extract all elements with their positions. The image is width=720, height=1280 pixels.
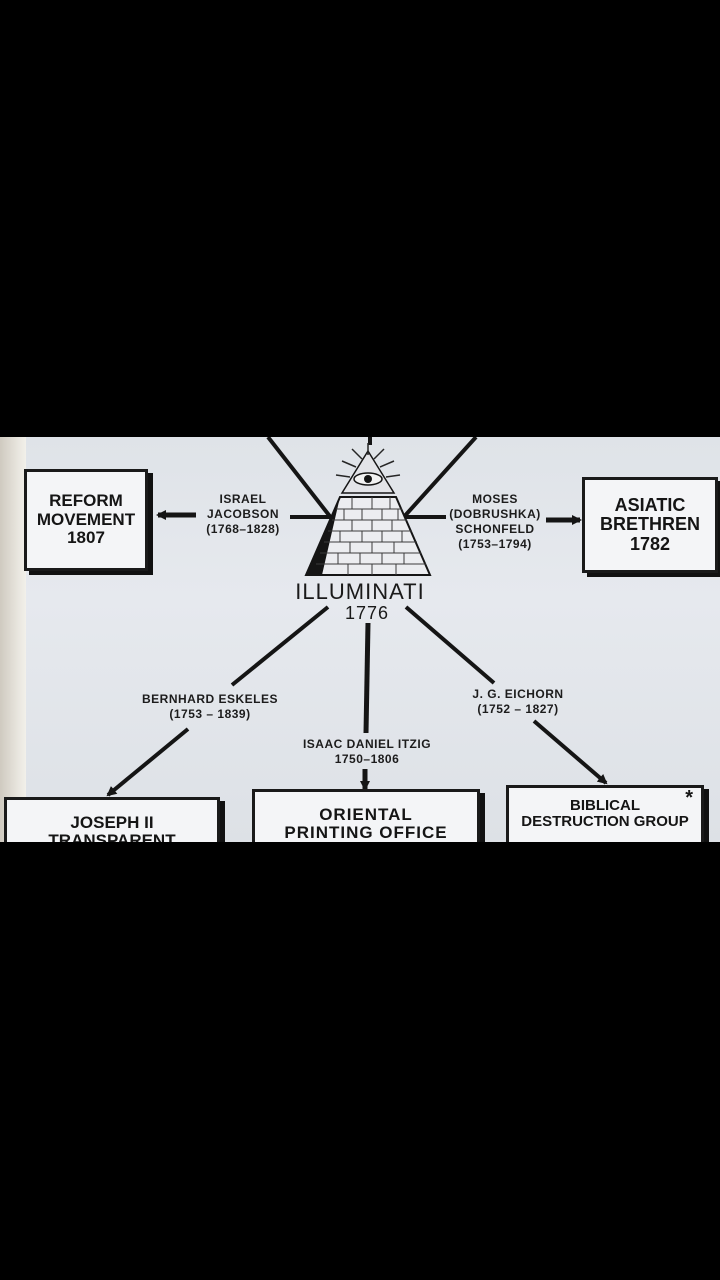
illuminati-title: ILLUMINATI [295, 579, 425, 604]
reform-line3: 1807 [67, 528, 105, 548]
jacobson-line3: (1768–1828) [206, 522, 280, 536]
moses-line2: (DOBRUSHKA) [449, 507, 541, 521]
reform-line1: REFORM [49, 491, 123, 511]
oriental-line1: ORIENTAL [319, 805, 413, 824]
book-page-photo: ILLUMINATI 1776 REFORM MOVEMENT 1807 ASI… [0, 437, 720, 842]
joseph-line2: TRANSPARENT [48, 831, 176, 842]
arrow-to-joseph [106, 727, 190, 797]
itzig-label: ISAAC DANIEL ITZIG 1750–1806 [282, 737, 452, 767]
oriental-printing-office-box: ORIENTAL PRINTING OFFICE [252, 789, 480, 842]
diagram-lines [106, 437, 608, 797]
asiatic-line1: ASIATIC [614, 494, 686, 515]
reform-line2: MOVEMENT [36, 509, 136, 529]
moses-line3: SCHONFELD [455, 522, 535, 536]
asiatic-line3: 1782 [629, 533, 671, 554]
jacobson-line1: ISRAEL [219, 492, 267, 506]
biblical-asterisk: * [685, 787, 693, 809]
moses-line4: (1753–1794) [458, 537, 532, 551]
reform-movement-box: REFORM MOVEMENT 1807 [24, 469, 148, 571]
illuminati-year: 1776 [344, 603, 390, 623]
moses-line1: MOSES [472, 492, 518, 506]
biblical-line1: BIBLICAL [570, 797, 640, 814]
pyramid-eye-icon [304, 443, 432, 576]
line-to-itzig [363, 622, 371, 734]
itzig-line2: 1750–1806 [334, 752, 400, 766]
asiatic-line2: BRETHREN [599, 514, 700, 535]
moses-label: MOSES (DOBRUSHKA) SCHONFELD (1753–1794) [440, 492, 550, 552]
asiatic-brethren-box: ASIATIC BRETHREN 1782 [582, 477, 718, 573]
joseph-ii-box: JOSEPH II TRANSPARENT [4, 797, 220, 842]
top-line-left [266, 437, 334, 521]
biblical-destruction-group-box: BIBLICAL DESTRUCTION GROUP * [506, 785, 704, 842]
eichorn-line1: J. G. EICHORN [472, 687, 564, 701]
biblical-line2: DESTRUCTION GROUP [521, 813, 689, 831]
line-to-eskeles [230, 605, 330, 687]
eskeles-line1: BERNHARD ESKELES [141, 692, 278, 706]
page-edge [0, 437, 26, 842]
eichorn-label: J. G. EICHORN (1752 – 1827) [460, 687, 576, 717]
line-to-eichorn [404, 605, 496, 685]
eichorn-line2: (1752 – 1827) [477, 702, 559, 716]
eskeles-line2: (1753 – 1839) [169, 707, 251, 721]
joseph-line1: JOSEPH II [70, 813, 154, 832]
jacobson-label: ISRAEL JACOBSON (1768–1828) [186, 492, 300, 537]
top-line-right [400, 437, 478, 521]
arrow-to-biblical [532, 719, 608, 785]
jacobson-line2: JACOBSON [206, 507, 279, 521]
eskeles-label: BERNHARD ESKELES (1753 – 1839) [132, 692, 288, 722]
itzig-line1: ISAAC DANIEL ITZIG [302, 737, 432, 751]
oriental-line2: PRINTING OFFICE [284, 823, 448, 842]
